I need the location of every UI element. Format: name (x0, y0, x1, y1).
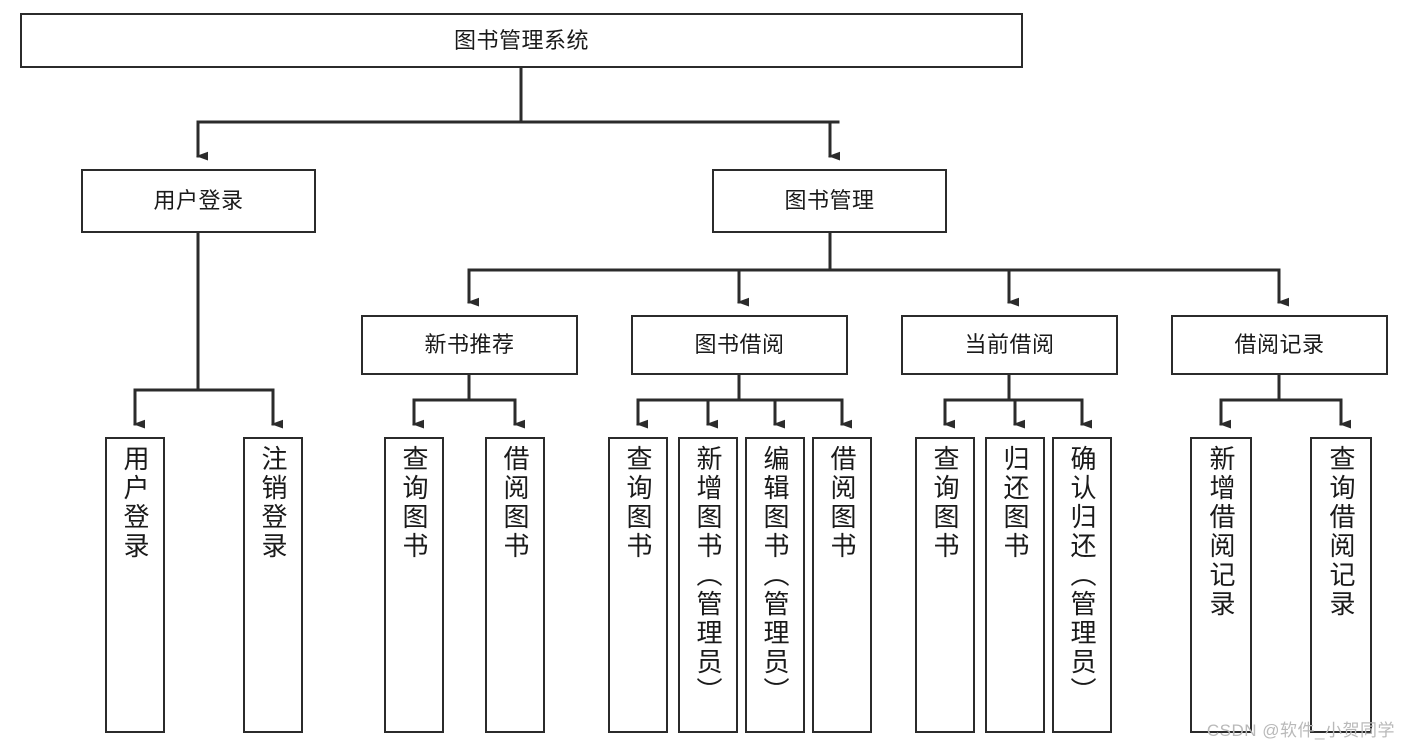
leaf-borrow-book[interactable]: 借阅图书 (812, 437, 872, 733)
leaf-edit-book-admin[interactable]: 编辑图书（管理员） (745, 437, 805, 733)
leaf-query-borrow-record-label: 查询借阅记录 (1326, 445, 1356, 619)
node-current-borrow-label: 当前借阅 (964, 332, 1055, 358)
node-user-login-label: 用户登录 (153, 188, 244, 214)
leaf-query-book-current[interactable]: 查询图书 (915, 437, 975, 733)
leaf-logout[interactable]: 注销登录 (243, 437, 303, 733)
leaf-borrow-book-label: 借阅图书 (827, 445, 857, 561)
leaf-edit-book-admin-label: 编辑图书（管理员） (760, 445, 790, 706)
node-book-borrow-label: 图书借阅 (694, 332, 785, 358)
leaf-borrow-book-recommend[interactable]: 借阅图书 (485, 437, 545, 733)
leaf-return-book-label: 归还图书 (1000, 445, 1030, 561)
leaf-add-book-admin[interactable]: 新增图书（管理员） (678, 437, 738, 733)
leaf-confirm-return-admin[interactable]: 确认归还（管理员） (1052, 437, 1112, 733)
leaf-confirm-return-admin-label: 确认归还（管理员） (1067, 445, 1097, 706)
node-new-book-recommend-label: 新书推荐 (424, 332, 515, 358)
leaf-query-book-recommend[interactable]: 查询图书 (384, 437, 444, 733)
node-borrow-record-label: 借阅记录 (1234, 332, 1325, 358)
leaf-user-login[interactable]: 用户登录 (105, 437, 165, 733)
leaf-user-login-label: 用户登录 (120, 445, 150, 561)
node-book-management-label: 图书管理 (784, 188, 875, 214)
leaf-query-book-borrow-label: 查询图书 (623, 445, 653, 561)
leaf-add-borrow-record-label: 新增借阅记录 (1206, 445, 1236, 619)
leaf-borrow-book-recommend-label: 借阅图书 (500, 445, 530, 561)
leaf-query-borrow-record[interactable]: 查询借阅记录 (1310, 437, 1372, 733)
leaf-add-book-admin-label: 新增图书（管理员） (693, 445, 723, 706)
leaf-logout-label: 注销登录 (258, 445, 288, 561)
leaf-return-book[interactable]: 归还图书 (985, 437, 1045, 733)
node-root-label: 图书管理系统 (453, 27, 589, 53)
leaf-query-book-recommend-label: 查询图书 (399, 445, 429, 561)
node-current-borrow[interactable]: 当前借阅 (901, 315, 1118, 375)
leaf-query-book-current-label: 查询图书 (930, 445, 960, 561)
node-borrow-record[interactable]: 借阅记录 (1171, 315, 1388, 375)
node-root[interactable]: 图书管理系统 (20, 13, 1023, 68)
node-new-book-recommend[interactable]: 新书推荐 (361, 315, 578, 375)
node-book-management[interactable]: 图书管理 (712, 169, 947, 233)
leaf-query-book-borrow[interactable]: 查询图书 (608, 437, 668, 733)
node-user-login[interactable]: 用户登录 (81, 169, 316, 233)
node-book-borrow[interactable]: 图书借阅 (631, 315, 848, 375)
leaf-add-borrow-record[interactable]: 新增借阅记录 (1190, 437, 1252, 733)
